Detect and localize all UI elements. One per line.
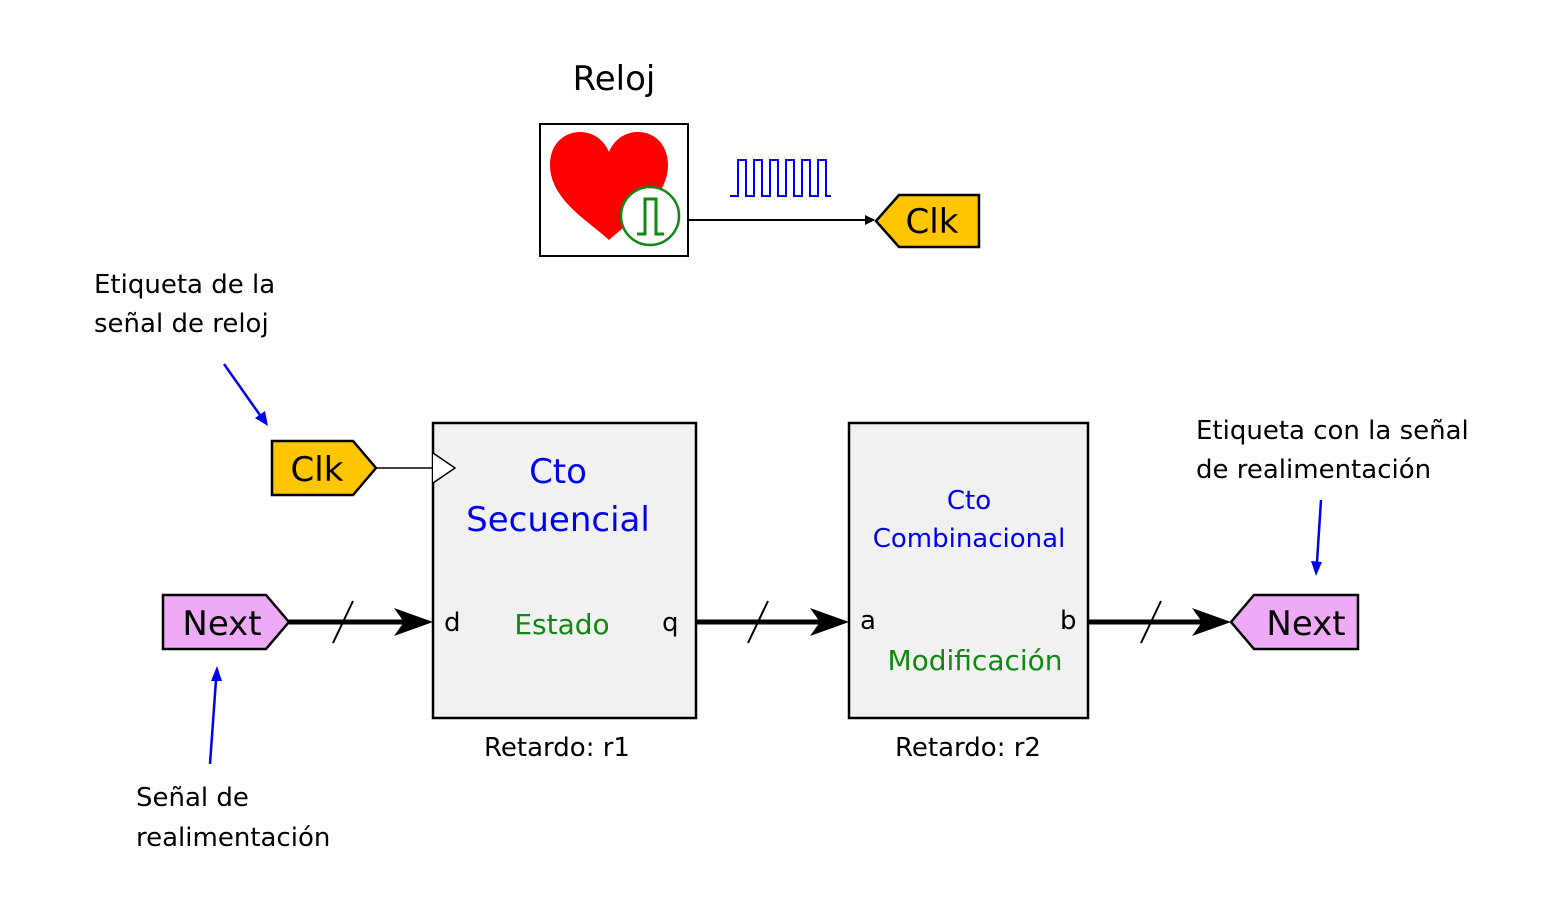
next-output-label: Next [1266,604,1345,644]
combinational-title-line2: Combinacional [873,524,1066,554]
clk-output-label: Clk [906,202,959,242]
next-output-tag: Next [1229,593,1360,651]
clk-input-tag: Clk [270,439,378,497]
feedback-signal-annotation: Señal de realimentación [136,666,330,853]
sequential-delay-label: Retardo: r1 [484,733,630,763]
combinational-title-line1: Cto [947,486,991,516]
next-input-tag: Next [161,593,291,651]
combinational-function-label: Modificación [887,644,1062,677]
svg-text:Etiqueta de la: Etiqueta de la [94,270,275,300]
pulse-icon [619,185,681,247]
clock-title: Reloj [573,59,656,99]
feedback-tag-annotation: Etiqueta con la señal de realimentación [1196,416,1469,576]
svg-text:señal de reloj: señal de reloj [94,309,269,339]
combinational-delay-label: Retardo: r2 [895,733,1041,763]
svg-text:Señal de: Señal de [136,783,249,813]
clock-input-triangle [432,452,457,484]
clk-output-tag: Clk [874,193,981,249]
port-d-label: d [444,608,461,638]
sequential-title-line2: Secuencial [466,500,650,540]
port-a-label: a [860,606,876,636]
svg-text:Etiqueta con la señal: Etiqueta con la señal [1196,416,1469,446]
next-input-label: Next [182,604,261,644]
sequential-title-line1: Cto [529,452,587,492]
clk-tag-annotation: Etiqueta de la señal de reloj [94,270,275,426]
sequential-circuit-block: Cto Secuencial Estado d q [431,421,698,720]
clock-waveform-icon [730,159,831,197]
bus-b-to-next [1088,600,1231,644]
bus-q-to-a [696,600,849,644]
clk-input-label: Clk [291,450,344,490]
combinational-circuit-block: Cto Combinacional Modificación a b [847,421,1090,720]
svg-text:de realimentación: de realimentación [1196,455,1431,485]
port-b-label: b [1060,606,1077,636]
bus-next-to-d [289,600,433,644]
sequential-state-label: Estado [514,608,609,641]
port-q-label: q [662,608,679,638]
clock-block [539,123,689,257]
svg-text:realimentación: realimentación [136,823,330,853]
